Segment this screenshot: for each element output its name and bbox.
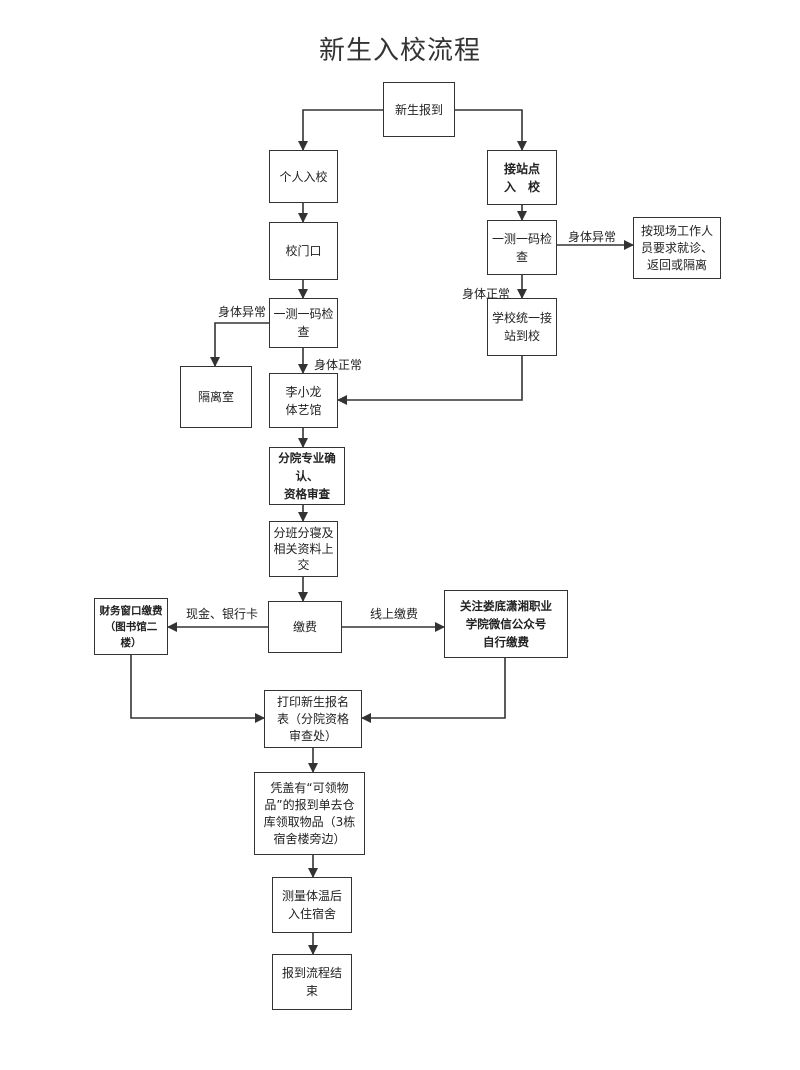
node-school-gate: 校门口 <box>269 222 338 280</box>
node-dept-confirmation: 分院专业确认、 资格审查 <box>269 447 345 505</box>
label-abnormal-right: 身体异常 <box>568 230 617 244</box>
node-class-assignment: 分班分寝及 相关资料上 交 <box>269 521 338 577</box>
label-abnormal-left: 身体异常 <box>218 305 267 319</box>
node-collect-items: 凭盖有“可领物 品”的报到单去仓 库领取物品（3栋 宿舍楼旁边） <box>254 772 365 855</box>
node-isolation-room: 隔离室 <box>180 366 252 428</box>
node-temperature-dorm: 测量体温后 入住宿舍 <box>272 877 352 933</box>
node-health-check-right: 一测一码检 查 <box>487 220 557 275</box>
arrow-check-isolation <box>210 322 269 367</box>
node-print-registration: 打印新生报名 表（分院资格 审查处） <box>264 690 362 748</box>
arrow-shuttle-gym <box>337 356 523 405</box>
node-health-check-left: 一测一码检 查 <box>269 298 338 348</box>
label-online-payment: 线上缴费 <box>370 607 419 621</box>
label-normal-left: 身体正常 <box>314 358 363 372</box>
label-normal-right: 身体正常 <box>462 287 511 301</box>
node-personal-entry: 个人入校 <box>269 150 338 203</box>
node-school-shuttle: 学校统一接 站到校 <box>487 298 557 356</box>
arrow-finance-print <box>130 655 265 723</box>
label-cash-card: 现金、银行卡 <box>186 607 259 621</box>
node-station-pickup: 接站点 入 校 <box>487 150 557 205</box>
node-online-payment: 关注娄底潇湘职业 学院微信公众号 自行缴费 <box>444 590 568 658</box>
node-finance-window: 财务窗口缴费 （图书馆二楼） <box>94 598 168 655</box>
arrow-report-personal <box>298 109 383 151</box>
arrow-report-station <box>455 109 527 151</box>
node-staff-instruction: 按现场工作人 员要求就诊、 返回或隔离 <box>633 217 721 279</box>
node-gym: 李小龙 体艺馆 <box>269 373 338 428</box>
arrow-online-print <box>361 658 506 723</box>
node-payment: 缴费 <box>268 601 342 653</box>
node-new-student-report: 新生报到 <box>383 82 455 137</box>
node-process-end: 报到流程结 束 <box>272 954 352 1010</box>
page-title: 新生入校流程 <box>318 36 481 66</box>
